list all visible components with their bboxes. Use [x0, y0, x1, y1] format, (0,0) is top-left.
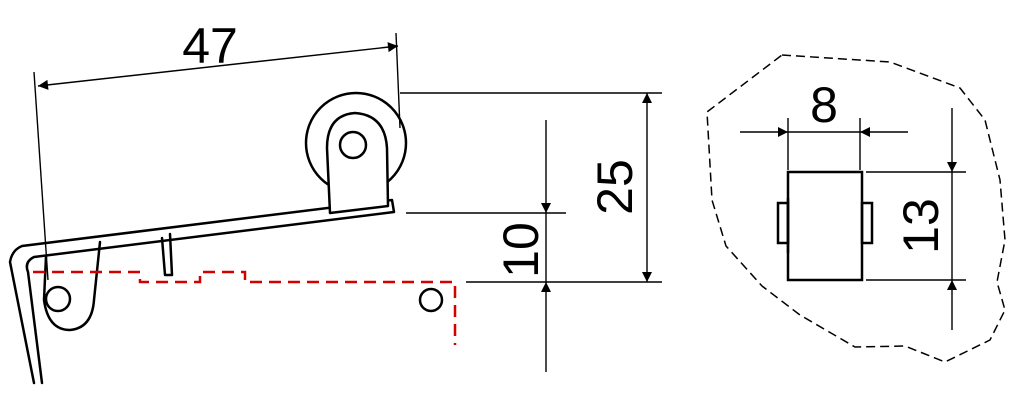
dimension-label-13: 13: [893, 198, 949, 254]
axle-right-stub: [860, 201, 874, 245]
pivot-ear: [42, 240, 102, 332]
dimension-label-25: 25: [587, 159, 643, 215]
dimension-label-8: 8: [810, 77, 838, 133]
roller-bracket: [325, 111, 390, 215]
axle-left-stub: [776, 201, 790, 245]
detail-break-outline: [706, 54, 1006, 363]
pivot-hole: [44, 285, 72, 313]
side-extension-lines: [33, 32, 662, 283]
switch-housing-outline: [33, 270, 457, 345]
end-view: [776, 170, 874, 282]
lever-arm: [8, 198, 396, 385]
roller-axle: [338, 130, 368, 160]
dimension-line-47: [37, 42, 399, 90]
side-view: [8, 91, 444, 385]
dimension-roller-height: 25: [587, 93, 652, 282]
fixing-hole: [418, 287, 444, 313]
dimension-lever-length: 47: [37, 18, 399, 90]
dimension-label-10: 10: [493, 222, 549, 278]
dimension-label-47: 47: [182, 18, 238, 74]
roller-end-body: [786, 170, 864, 282]
actuator-nub: [160, 232, 174, 277]
